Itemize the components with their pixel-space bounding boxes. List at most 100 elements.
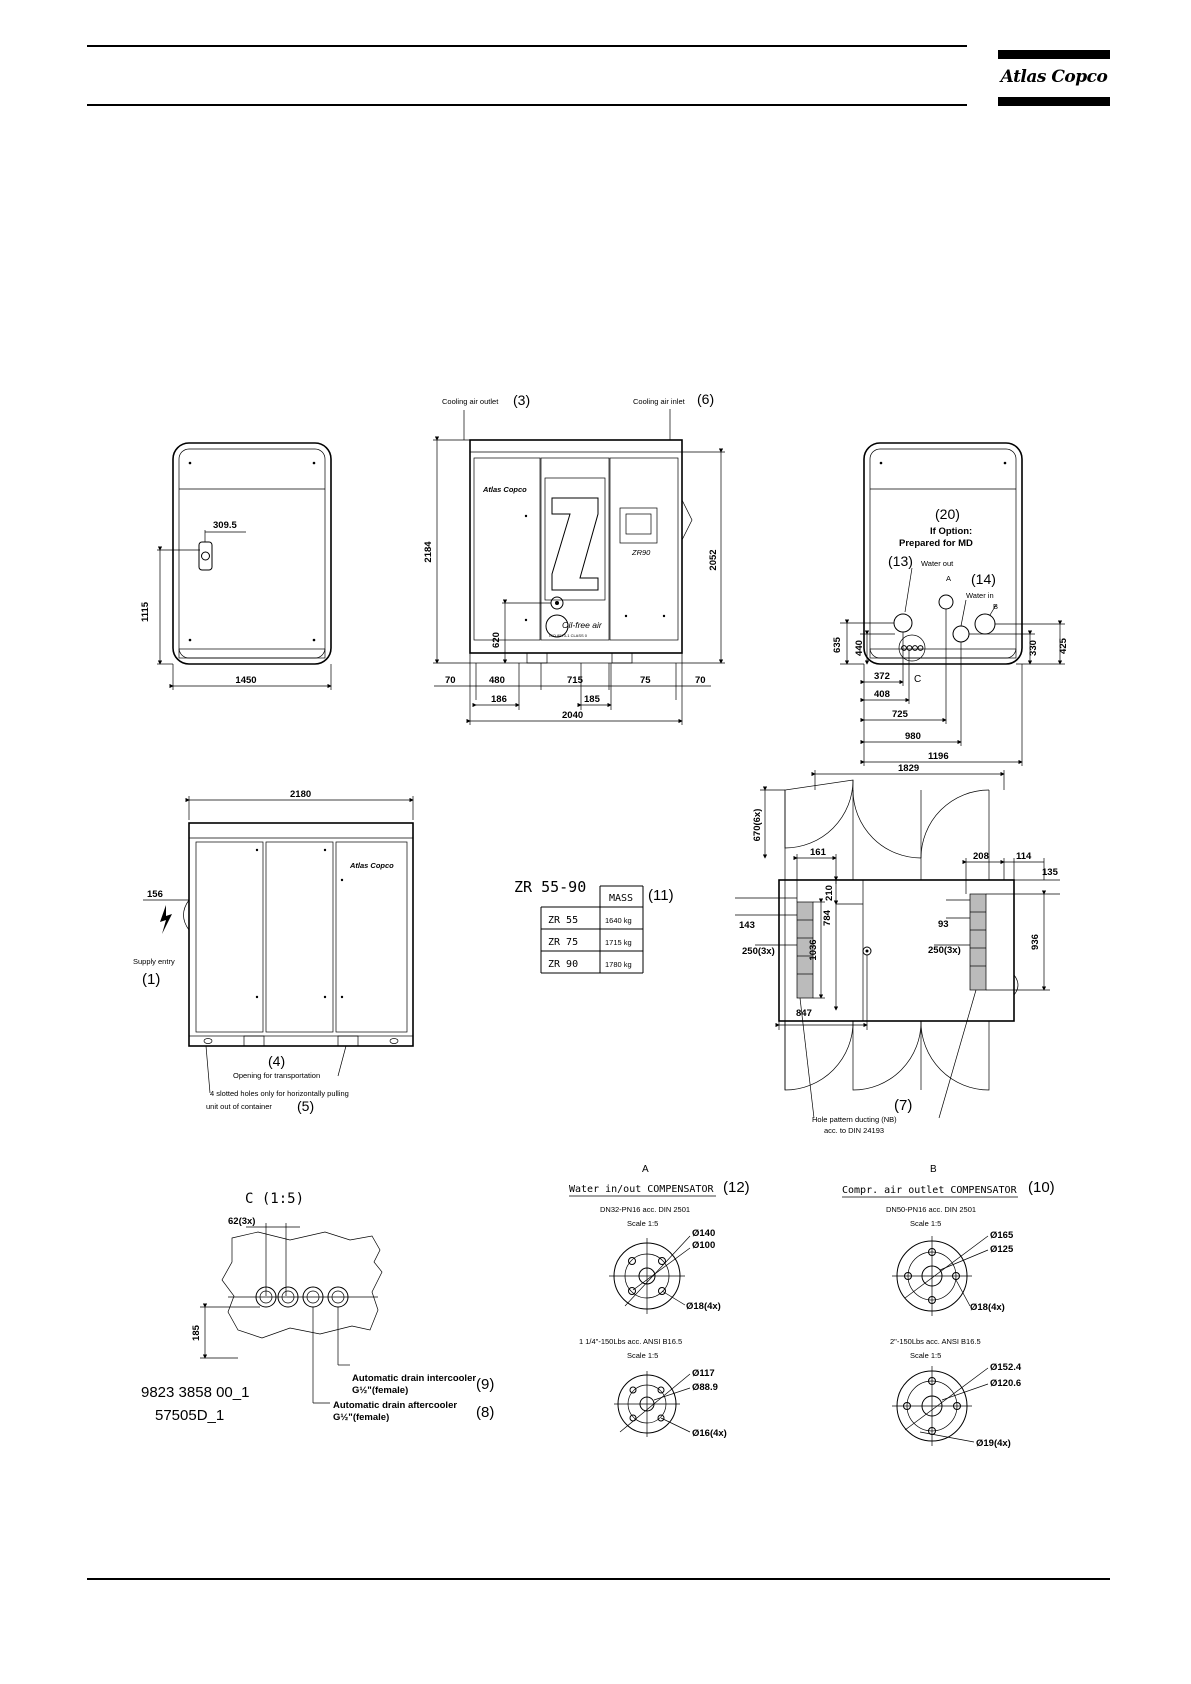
compensator-b-ref: (10)	[1028, 1179, 1055, 1196]
compensator-a-title: Water in/out COMPENSATOR	[569, 1184, 714, 1195]
flange-a2-holes-dim: Ø16(4x)	[692, 1428, 727, 1439]
mass-table-ref: (11)	[648, 887, 674, 904]
mass-row-2-mass: 1715 kg	[605, 938, 632, 947]
compensator-b-spec1: DN50-PN16 acc. DIN 2501	[886, 1205, 976, 1214]
detail-c-title: C (1:5)	[245, 1191, 304, 1207]
oil-free-badge-sub: ISO 8573-1 CLASS 0	[549, 633, 588, 638]
electric-supply-icon	[160, 905, 172, 934]
label-hole-pattern-line2: acc. to DIN 24193	[824, 1126, 884, 1135]
dim-side-right-425: 425	[1058, 637, 1069, 654]
dim-top-250a: 250(3x)	[742, 946, 775, 957]
label-cooling-air-inlet-ref: (6)	[697, 391, 714, 407]
front-view: Cooling air outlet (3) Cooling air inlet…	[423, 391, 725, 725]
label-water-out: Water out	[921, 559, 954, 568]
duct-hole-pattern-right	[969, 893, 987, 991]
rear-door-center	[265, 841, 334, 1033]
dim-front-h620: 620	[491, 632, 502, 648]
mass-table-title: ZR 55-90	[514, 878, 586, 896]
rear-panel-logo: Atlas Copco	[349, 861, 394, 870]
dim-side-left-height: 1115	[140, 601, 151, 622]
compensator-b-letter: B	[930, 1164, 937, 1175]
port-option-md	[938, 594, 954, 610]
detail-c: C (1:5) 62(3x) 185 Automatic drain inter…	[141, 1191, 494, 1424]
drain-intercooler-size: G½"(female)	[352, 1385, 408, 1396]
front-panel-logo: Atlas Copco	[482, 485, 527, 494]
mass-row-1-model: ZR 55	[548, 915, 578, 926]
compensator-a-spec1: DN32-PN16 acc. DIN 2501	[600, 1205, 690, 1214]
flange-a2-inner-dim: Ø88.9	[692, 1382, 718, 1393]
detail-c-port-1	[255, 1286, 277, 1308]
label-option-line1: If Option:	[930, 526, 972, 537]
compensator-b-scale1: Scale 1:5	[910, 1219, 941, 1228]
dim-front-70a: 70	[445, 675, 456, 686]
compensator-a-spec2: 1 1/4"-150Lbs acc. ANSI B16.5	[579, 1337, 682, 1346]
label-hole-pattern-ref: (7)	[894, 1097, 912, 1114]
dim-front-height: 2184	[423, 541, 434, 563]
drain-cluster-c	[898, 634, 926, 662]
rear-door-left	[195, 841, 264, 1033]
label-water-out-ref: (13)	[888, 553, 913, 569]
drain-intercooler-ref: (9)	[476, 1376, 494, 1393]
dim-side-right-330: 330	[1028, 640, 1039, 656]
dim-front-715: 715	[567, 675, 584, 686]
label-supply-entry: Supply entry	[133, 957, 175, 966]
compensator-b-spec2: 2"-150Lbs acc. ANSI B16.5	[890, 1337, 981, 1346]
label-slotted-line2: unit out of container	[206, 1102, 272, 1111]
dim-front-480: 480	[489, 675, 505, 686]
dim-side-right-372: 372	[874, 671, 890, 682]
compensator-a-letter: A	[642, 1164, 649, 1175]
label-slotted-ref: (5)	[297, 1098, 314, 1114]
compensator-b: B Compr. air outlet COMPENSATOR (10) DN5…	[842, 1164, 1055, 1449]
dim-top-135: 135	[1042, 867, 1059, 878]
doc-number-1: 9823 3858 00_1	[141, 1384, 249, 1401]
flange-b2-outer-dim: Ø152.4	[990, 1362, 1022, 1373]
mass-row-3-model: ZR 90	[548, 959, 578, 970]
footer-rule	[87, 1578, 1110, 1580]
oil-free-badge: Oil-free air	[562, 620, 603, 630]
side-left-outline	[172, 442, 332, 665]
dim-front-2040: 2040	[562, 710, 583, 721]
drain-aftercooler-size: G½"(female)	[333, 1412, 389, 1423]
dim-side-right-408: 408	[874, 689, 890, 700]
label-opening-ref: (4)	[268, 1053, 285, 1069]
flange-b2-inner-dim: Ø120.6	[990, 1378, 1021, 1389]
logo-bar-top	[998, 50, 1110, 59]
header-rule-top	[87, 45, 967, 47]
dim-top-1036: 1036	[808, 939, 819, 960]
rear-outline	[188, 822, 414, 1047]
dim-top-250b: 250(3x)	[928, 945, 961, 956]
dim-rear-width: 2180	[290, 789, 311, 800]
port-air-outlet	[974, 613, 996, 635]
dim-top-784: 784	[822, 909, 833, 926]
compensator-a-ref: (12)	[723, 1179, 750, 1196]
compensator-b-title: Compr. air outlet COMPENSATOR	[842, 1185, 1018, 1196]
label-cooling-air-outlet: Cooling air outlet	[442, 397, 499, 406]
flange-b2-holes-dim: Ø19(4x)	[976, 1438, 1011, 1449]
doc-number-2: 57505D_1	[155, 1407, 224, 1424]
dim-front-186: 186	[491, 694, 507, 705]
label-slotted-line1: 4 slotted holes only for horizontally pu…	[210, 1089, 349, 1098]
label-water-in-ref: (14)	[971, 571, 996, 587]
label-option-ref: (20)	[935, 506, 960, 522]
logo-bar-bottom	[998, 97, 1110, 106]
label-supply-entry-ref: (1)	[142, 971, 160, 988]
front-panel-model: ZR90	[631, 548, 651, 557]
compensator-a-scale1: Scale 1:5	[627, 1219, 658, 1228]
dim-top-93: 93	[938, 919, 949, 930]
dim-top-210: 210	[824, 885, 835, 901]
mass-row-2-model: ZR 75	[548, 937, 578, 948]
side-left-port	[198, 541, 213, 571]
rear-door-right	[335, 841, 408, 1033]
drain-intercooler: Automatic drain intercooler	[352, 1373, 476, 1384]
port-water-out	[893, 613, 913, 633]
label-point-c: C	[914, 674, 921, 685]
compensator-b-scale2: Scale 1:5	[910, 1351, 941, 1360]
front-door-center	[540, 457, 610, 641]
label-water-in: Water in	[966, 591, 994, 600]
flange-a1-inner-dim: Ø100	[692, 1240, 715, 1251]
dim-side-right-1196: 1196	[928, 751, 949, 762]
dim-top-161: 161	[810, 847, 827, 858]
mass-row-3-mass: 1780 kg	[605, 960, 632, 969]
dim-side-right-440: 440	[854, 640, 865, 656]
